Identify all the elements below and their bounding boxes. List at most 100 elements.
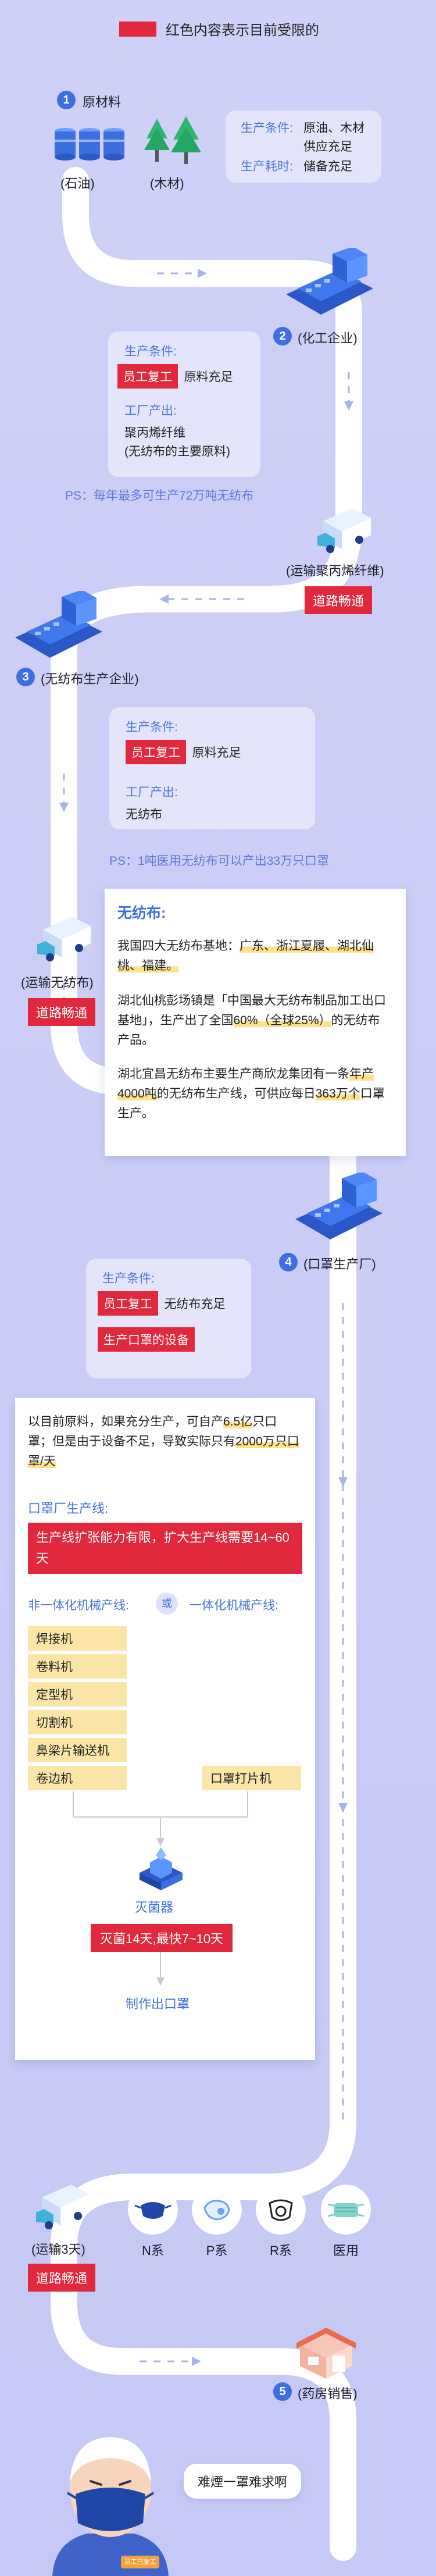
- mask-type-label: R系: [270, 2243, 292, 2258]
- step-title: (口罩生产厂): [303, 1257, 376, 1271]
- machine-tag: 焊接机: [28, 1626, 127, 1651]
- transport-label: (运输3天): [31, 2242, 85, 2257]
- oil-label: (石油): [60, 176, 95, 191]
- road-status-tag: 道路畅通: [28, 998, 96, 1026]
- card-paragraph: 湖北仙桃彭场镇是「中国最大无纺布制品加工出口基地」，生产出了全国60%（全球25…: [117, 994, 386, 1047]
- transport-label: (运输聚丙烯纤维): [286, 564, 384, 578]
- step2-conditions: 生产条件: 员工复工 原料充足 工厂产出: 聚丙烯纤维 (无纺布的主要原料): [108, 332, 260, 477]
- machine-tag: 鼻梁片输送机: [28, 1738, 127, 1762]
- truck-icon: [317, 508, 371, 553]
- card-paragraph: 湖北宜昌无纺布主要生产商欣龙集团有一条年产4000吨的无纺布生产线，可供应每日3…: [117, 1067, 385, 1120]
- flow-arrow: [198, 269, 207, 278]
- p-mask-icon: [203, 2200, 230, 2221]
- step-number: 5: [273, 2382, 292, 2401]
- staff-return-tag: 员工复工: [117, 364, 178, 389]
- step4-conditions: 生产条件: 员工复工 无纺布充足 生产口罩的设备: [86, 1259, 251, 1378]
- step-number: 2: [273, 327, 292, 345]
- condition-value: 供应充足: [303, 140, 352, 154]
- step-title: (药房销售): [298, 2386, 358, 2401]
- line-title: 口罩厂生产线:: [28, 1501, 109, 1516]
- mask-type-label: N系: [142, 2243, 164, 2258]
- mask-factory-icon: [295, 1173, 383, 1239]
- legend-text: 红色内容表示目前受限的: [166, 23, 319, 38]
- line-limit-block: 生产线扩张能力有限，扩大生产线需要14~60天: [28, 1523, 302, 1574]
- condition-label: 生产条件:: [126, 721, 178, 734]
- pharmacy-icon: [296, 2328, 356, 2379]
- non-integrated-title: 非一体化机械产线:: [28, 1599, 129, 1612]
- output-value: 无纺布: [126, 808, 162, 821]
- flow-arrow: [338, 1803, 348, 1812]
- machine-tag: 卷料机: [28, 1654, 127, 1679]
- medical-mask-icon: [327, 2203, 364, 2217]
- or-badge: 或: [156, 1592, 178, 1615]
- condition-row: 员工复工 原料充足: [117, 364, 233, 389]
- output-note: (无纺布的主要原料): [124, 445, 230, 458]
- speech-bubble: 难煙一罩难求啊: [184, 2464, 302, 2499]
- integrated-machine-tag: 口罩打片机: [202, 1766, 301, 1790]
- nonwoven-info-card: 无纺布: 我国四大无纺布基地：广东、浙江夏履、湖北仙桃、福建。 湖北仙桃彭场镇是…: [105, 889, 406, 1156]
- mask-type-circle: [128, 2185, 178, 2235]
- mask-type-circle: [192, 2185, 242, 2235]
- step-title: (无纺布生产企业): [41, 672, 139, 686]
- step1-conditions: 生产条件: 原油、木材 供应充足 生产耗时: 储备充足: [226, 111, 381, 183]
- ps-note: PS：每年最多可生产72万吨无纺布: [65, 489, 254, 503]
- output-label: 工厂产出:: [126, 786, 178, 799]
- condition-label: 生产条件:: [241, 122, 293, 135]
- mask-type-circle: [256, 2185, 306, 2235]
- step-number: 1: [57, 91, 76, 109]
- ps-note: PS：1吨医用无纺布可以产出33万只口罩: [109, 854, 330, 868]
- transport-label: (运输无纺布): [21, 975, 94, 990]
- speech-text: 难煙一罩难求啊: [198, 2475, 288, 2489]
- step3-conditions: 生产条件: 员工复工 原料充足 工厂产出: 无纺布: [109, 707, 315, 829]
- legend: 红色内容表示目前受限的: [119, 19, 319, 39]
- road-status-tag: 道路畅通: [28, 2264, 96, 2292]
- chemical-factory-icon: [286, 248, 373, 315]
- flow-arrow: [159, 594, 169, 604]
- condition-label: 生产条件:: [102, 1272, 155, 1285]
- staff-badge: 员工已复工: [124, 2559, 156, 2566]
- card-paragraph: 我国四大无纺布基地：广东、浙江夏履、湖北仙桃、福建。: [117, 939, 374, 972]
- masked-person-icon: [52, 2437, 169, 2576]
- n-mask-icon: [134, 2202, 171, 2219]
- condition-value: 原料充足: [192, 746, 241, 760]
- mask-type-circle: [321, 2185, 371, 2235]
- condition-value: 无纺布充足: [164, 1298, 226, 1311]
- flow-arrow: [344, 401, 353, 411]
- condition-label: 生产条件:: [124, 345, 177, 358]
- output-label: 工厂产出:: [124, 404, 177, 418]
- step-number: 4: [279, 1253, 298, 1271]
- condition-row: 生产口罩的设备: [98, 1327, 195, 1352]
- condition-value: 原料充足: [184, 370, 233, 384]
- wood-label: (木材): [150, 176, 184, 191]
- condition-row: 员工复工 无纺布充足: [98, 1291, 225, 1316]
- cost-label: 生产耗时:: [241, 160, 293, 173]
- machine-tag: 卷边机: [28, 1766, 127, 1790]
- oil-barrels-icon: [55, 128, 124, 161]
- step-title: 原材料: [83, 95, 121, 109]
- truck-icon: [37, 917, 91, 961]
- machine-tag: 切割机: [28, 1710, 127, 1734]
- mask-type-label: P系: [206, 2243, 228, 2258]
- capacity-intro: 以目前原料，如果充分生产，可自产6.5亿只口罩；但是由于设备不足，导致实际只有2…: [28, 1415, 299, 1468]
- output-value: 聚丙烯纤维: [124, 426, 185, 440]
- condition-value: 原油、木材: [303, 122, 364, 135]
- condition-row: 员工复工 原料充足: [126, 740, 241, 764]
- mask-type-label: 医用: [333, 2243, 359, 2258]
- step-number: 3: [16, 668, 35, 686]
- staff-return-tag: 员工复工: [126, 740, 186, 764]
- integrated-title: 一体化机械产线:: [190, 1599, 278, 1612]
- staff-return-tag: 员工复工: [98, 1291, 158, 1316]
- equipment-tag: 生产口罩的设备: [98, 1327, 195, 1352]
- road-status-tag: 道路畅通: [305, 586, 373, 614]
- flow-arrow: [192, 2357, 201, 2366]
- legend-swatch: [119, 21, 156, 37]
- nonwoven-factory-icon: [15, 591, 102, 658]
- mask-production-card: 以目前原料，如果充分生产，可自产6.5亿只口罩；但是由于设备不足，导致实际只有2…: [15, 1398, 315, 2060]
- sterilizer-icon: [140, 1847, 183, 1890]
- r-mask-icon: [269, 2199, 293, 2221]
- sterilize-limit-block: 灭菌14天,最快7~10天: [91, 1924, 233, 1952]
- result-label: 制作出口罩: [126, 1997, 190, 2011]
- truck-icon: [36, 2185, 90, 2229]
- trees-icon: [144, 116, 201, 164]
